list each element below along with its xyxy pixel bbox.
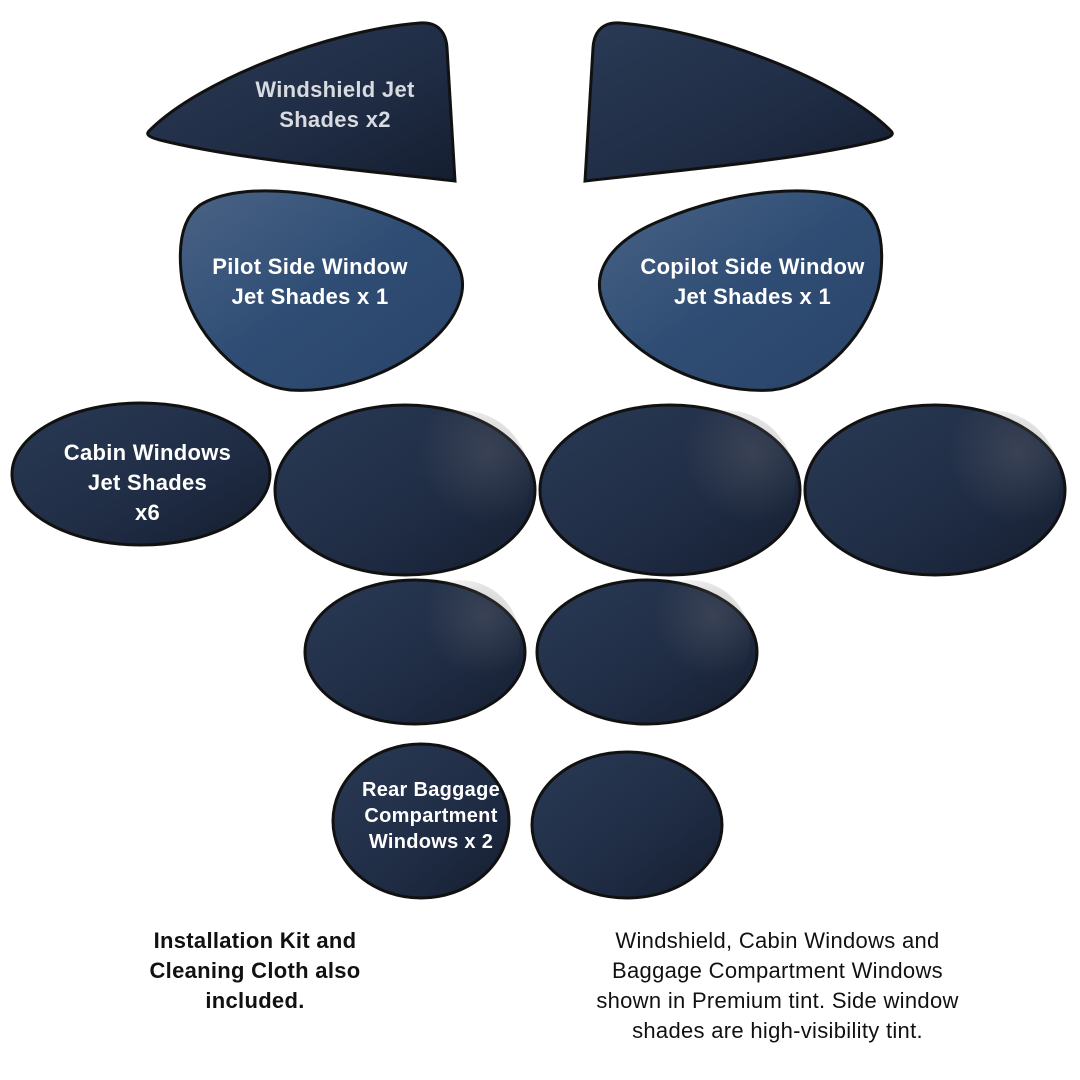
windshield-shade-right bbox=[583, 21, 894, 183]
windshield-shade-left bbox=[146, 21, 457, 183]
pilot-side-label: Pilot Side Window Jet Shades x 1 bbox=[212, 254, 408, 309]
pilot-side-shade bbox=[178, 189, 464, 392]
baggage-shade-2 bbox=[530, 750, 724, 900]
cabin-shade-1 bbox=[10, 401, 272, 547]
cabin-windows-label: Cabin Windows Jet Shades x6 bbox=[63, 440, 232, 525]
tint-note: Windshield, Cabin Windows and Baggage Co… bbox=[596, 928, 959, 1043]
windshield-label: Windshield Jet Shades x2 bbox=[255, 77, 415, 132]
baggage-label: Rear Baggage Compartment Windows x 2 bbox=[361, 779, 501, 853]
copilot-side-shade bbox=[598, 189, 884, 392]
baggage-shade-1 bbox=[331, 742, 511, 900]
installation-kit-note: Installation Kit and Cleaning Cloth also… bbox=[149, 928, 361, 1013]
copilot-side-label: Copilot Side Window Jet Shades x 1 bbox=[640, 254, 865, 309]
